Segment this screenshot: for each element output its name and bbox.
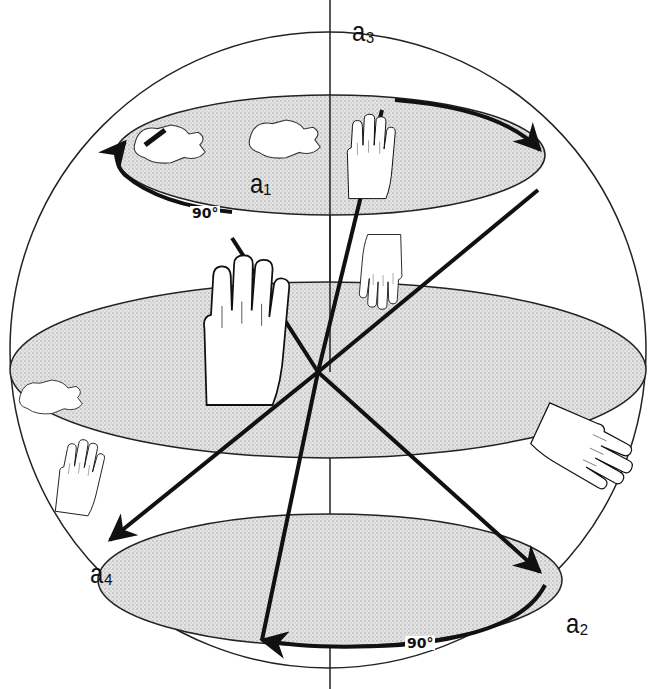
angle-label: 90°: [405, 636, 435, 650]
position-label: a₁: [250, 170, 271, 198]
position-label: a₂: [566, 610, 588, 638]
position-label: a₄: [90, 560, 113, 588]
angle-label: 90°: [190, 206, 220, 220]
position-label: a₃: [352, 18, 375, 46]
